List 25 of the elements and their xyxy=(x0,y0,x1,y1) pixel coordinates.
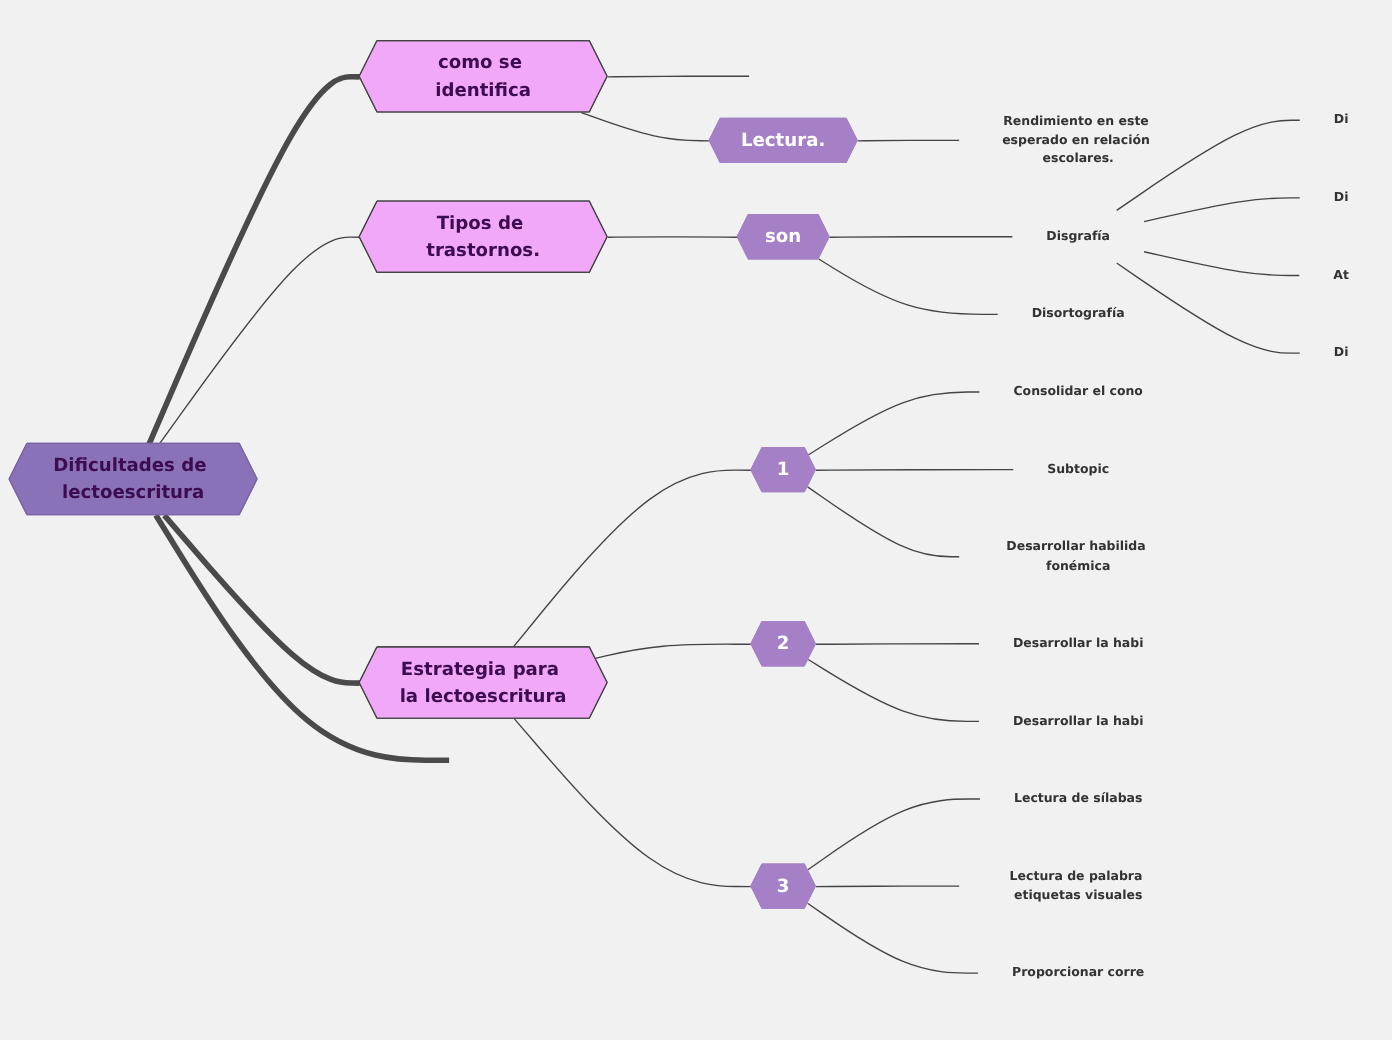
connector xyxy=(580,111,711,142)
connector xyxy=(815,885,960,888)
connector xyxy=(806,798,981,871)
connector xyxy=(158,236,361,445)
connector xyxy=(1143,197,1301,223)
connector xyxy=(162,513,360,686)
connector xyxy=(806,486,960,558)
connector xyxy=(828,236,1014,238)
connector xyxy=(807,658,980,723)
connector xyxy=(806,902,979,974)
connector xyxy=(513,718,753,888)
connector xyxy=(146,73,360,446)
connector xyxy=(857,139,960,142)
connector xyxy=(153,513,450,764)
connector xyxy=(1116,119,1301,211)
connector xyxy=(815,643,980,645)
connector xyxy=(512,469,753,649)
connector xyxy=(815,469,1014,471)
connector xyxy=(818,258,999,316)
connector xyxy=(594,643,753,660)
connector xyxy=(607,75,750,78)
connector xyxy=(607,236,739,238)
connector xyxy=(1143,251,1300,277)
connector xyxy=(807,391,981,456)
connector xyxy=(1116,262,1301,354)
